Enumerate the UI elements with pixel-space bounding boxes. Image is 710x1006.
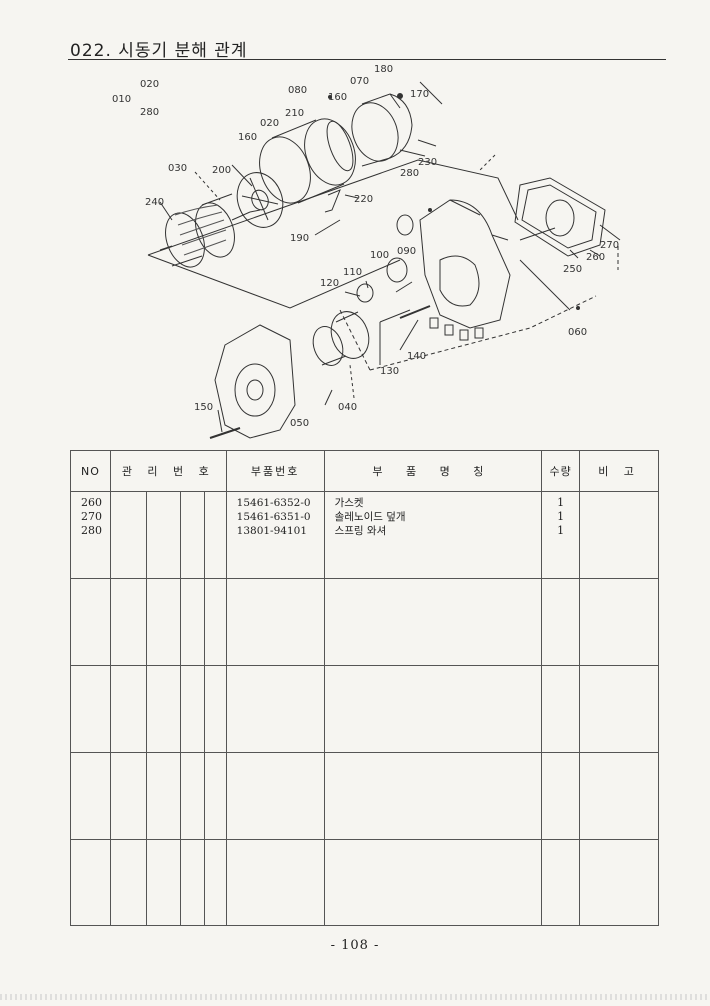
label-080: 080 [288,85,307,96]
label-250: 250 [563,264,582,275]
part-name-cell: 가스켓 솔레노이드 덮개 스프링 와셔 [323,491,543,579]
armature-240 [159,193,261,268]
label-230: 230 [418,157,437,168]
assembly-frame-bottom [147,254,401,309]
scan-edge [0,994,710,1000]
label-180: 180 [374,64,393,75]
qty-cell: 1 1 1 [541,491,581,579]
row-qty: 1 [557,496,565,509]
label-010: 010 [112,94,131,105]
header-part-no: 부품번호 [225,450,325,492]
parts-table: NO 관 리 번 호 부품번호 부 품 명 칭 수량 비 고 260 270 2… [70,450,659,926]
label-270: 270 [600,240,619,251]
diagram-labels: 020 010 280 180 080 070 160 210 020 170 … [112,64,619,429]
label-280b: 280 [400,168,419,179]
row-part-no: 15461-6352-0 [236,497,311,509]
yoke-020 [259,118,356,204]
label-020a: 020 [140,79,159,90]
label-140: 140 [407,351,426,362]
row-qty: 1 [557,524,565,537]
label-280a: 280 [140,107,159,118]
label-090: 090 [397,246,416,257]
starter-exploded-view: 020 010 280 180 080 070 160 210 020 170 … [112,64,621,439]
label-050: 050 [290,418,309,429]
row-part-name: 가스켓 [334,497,364,509]
table-row: 260 270 280 15461-6352-0 15461-6351-0 13… [70,491,659,579]
gear-090 [396,214,414,236]
front-bracket-050 [214,324,296,439]
pinion-assembly-040 [312,311,370,366]
housing-body [419,199,511,329]
solenoid-cover-270 [514,177,606,257]
header-no: NO [70,450,111,492]
label-170: 170 [410,89,429,100]
label-150: 150 [194,402,213,413]
no-cell: 260 270 280 [70,491,111,579]
header-management-no: 관 리 번 호 [109,450,227,492]
label-160b: 160 [238,132,257,143]
retainer-110 [356,283,374,303]
label-100: 100 [370,250,389,261]
header-part-name: 부 품 명 칭 [323,450,543,492]
brush-holder-200 [236,172,284,228]
row-no: 280 [81,524,102,537]
label-040: 040 [338,402,357,413]
table-row [70,752,659,840]
label-210: 210 [285,108,304,119]
label-130: 130 [380,366,399,377]
row-part-name: 스프링 와셔 [334,525,387,537]
label-060: 060 [568,327,587,338]
label-070: 070 [350,76,369,87]
row-no: 260 [81,496,102,509]
label-120: 120 [320,278,339,289]
table-header-row: NO 관 리 번 호 부품번호 부 품 명 칭 수량 비 고 [70,450,659,492]
label-110: 110 [343,267,362,278]
header-qty: 수량 [541,450,581,492]
exploded-diagram: 020 010 280 180 080 070 160 210 020 170 … [100,60,660,455]
table-row [70,578,659,666]
label-240: 240 [145,197,164,208]
label-020b: 020 [260,118,279,129]
label-030: 030 [168,163,187,174]
page-title: 022. 시동기 분해 관계 [70,41,248,61]
mgmt-cell [179,491,205,579]
row-part-no: 13801-94101 [236,525,308,537]
mgmt-cell [109,491,147,579]
label-220: 220 [354,194,373,205]
remarks-cell [579,491,659,579]
row-qty: 1 [557,510,565,523]
rear-frame-070 [351,93,413,167]
row-part-no: 15461-6351-0 [236,511,311,523]
table-row [70,839,659,926]
label-190: 190 [290,233,309,244]
header-remarks: 비 고 [579,450,659,492]
part-no-cell: 15461-6352-0 15461-6351-0 13801-94101 [225,491,325,579]
label-200: 200 [212,165,231,176]
row-part-name: 솔레노이드 덮개 [334,511,406,523]
mgmt-cell [203,491,227,579]
mgmt-cell [145,491,181,579]
row-no: 270 [81,510,102,523]
title-underline [68,59,666,60]
table-row [70,665,659,753]
page-number: - 108 - [330,938,380,953]
gear-100 [386,257,408,283]
label-160a: 160 [328,92,347,103]
label-260: 260 [586,252,605,263]
